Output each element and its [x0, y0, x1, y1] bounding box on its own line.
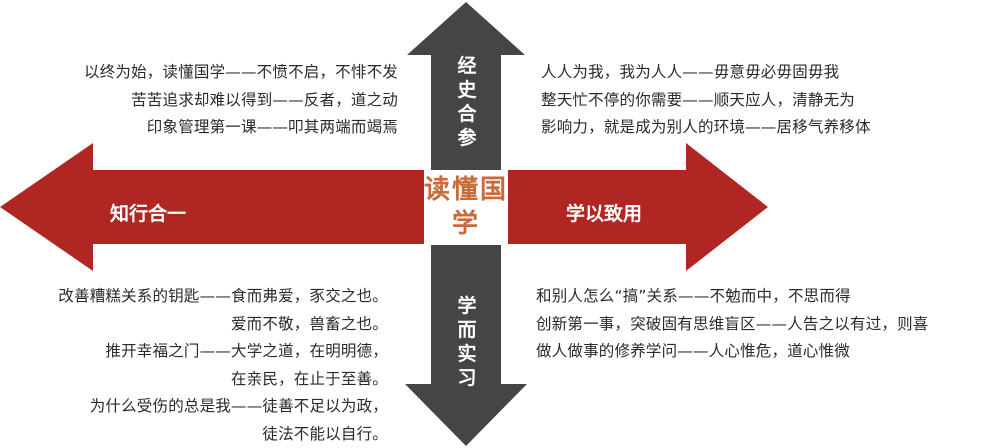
up-arrow: [407, 2, 525, 170]
down-arrow-label: 学而实习: [457, 295, 477, 389]
left-arrow: [0, 143, 424, 271]
quadrant-line: 和别人怎么“搞”关系——不勉而中，不思而得: [536, 287, 851, 305]
quadrant-line: 为什么受伤的总是我——徒善不足以为政，: [89, 397, 388, 415]
quadrant-line: 创新第一事，突破固有思维盲区——人告之以有过，则喜: [536, 314, 929, 333]
top-left-quadrant: 以终为始，读懂国学——不愤不启，不悱不发 苦苦追求却难以得到——反者，道之动 印…: [84, 59, 398, 142]
left-arrow-label: 知行合一: [110, 203, 187, 225]
quadrant-line: 人人为我，我为人人——毋意毋必毋固毋我: [541, 63, 840, 81]
quadrant-line: 苦苦追求却难以得到——反者，道之动: [131, 90, 398, 109]
up-arrow-label: 经史合参: [457, 55, 477, 149]
quadrant-line: 改善糟糕关系的钥匙——食而弗爱，豕交之也。: [58, 287, 388, 305]
quadrant-line: 在亲民，在止于至善。: [230, 369, 388, 388]
bottom-left-quadrant: 改善糟糕关系的钥匙——食而弗爱，豕交之也。 爱而不敬，兽畜之也。 推开幸福之门—…: [58, 283, 388, 448]
quadrant-line: 影响力，就是成为别人的环境——居移气养移体: [541, 118, 871, 136]
quadrant-line: 徒法不能以自行。: [262, 424, 388, 443]
center-box: [424, 170, 508, 245]
center-title: 读懂国学: [423, 175, 508, 239]
top-right-quadrant: 人人为我，我为人人——毋意毋必毋固毋我 整天忙不停的你需要——顺天应人，清静无为…: [541, 59, 871, 142]
quadrant-line: 推开幸福之门——大学之道，在明明德，: [105, 342, 388, 360]
quadrant-line: 做人做事的修养学问——人心惟危，道心惟微: [536, 342, 851, 360]
quadrant-line: 以终为始，读懂国学——不愤不启，不悱不发: [83, 63, 398, 81]
quadrant-line: 印象管理第一课——叩其两端而竭焉: [146, 118, 398, 136]
quadrant-line: 整天忙不停的你需要——顺天应人，清静无为: [541, 90, 856, 109]
right-arrow: [508, 143, 768, 271]
down-arrow: [405, 245, 527, 446]
bottom-right-quadrant: 和别人怎么“搞”关系——不勉而中，不思而得 创新第一事，突破固有思维盲区——人告…: [536, 283, 929, 366]
quadrant-line: 爱而不敬，兽畜之也。: [230, 314, 388, 333]
right-arrow-label: 学以致用: [566, 203, 643, 225]
